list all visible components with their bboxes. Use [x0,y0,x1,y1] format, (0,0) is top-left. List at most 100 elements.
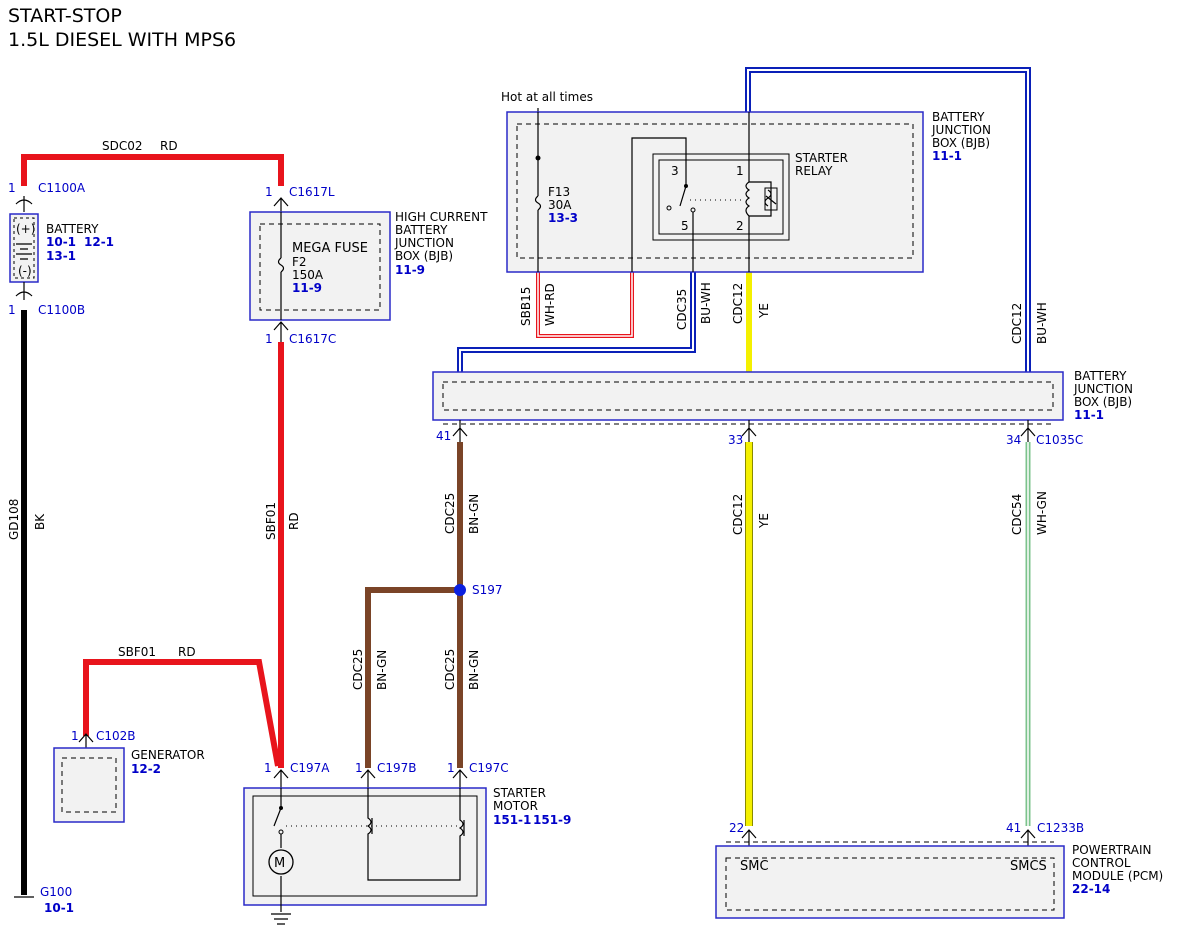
pcm-pin-41: 41 [1006,821,1021,835]
bjb-mid-l3: BOX (BJB) [1074,395,1132,409]
hcbjb-ref: 11-9 [395,263,425,277]
wire-gd108-circuit: GD108 [7,499,21,540]
ground-name: G100 [40,885,72,899]
bjb-top-l3: BOX (BJB) [932,136,990,150]
wire-cdc12-circuit: CDC12 [731,283,745,324]
bjb-mid-pin-34: 34 [1006,433,1021,447]
title-line-2: 1.5L DIESEL WITH MPS6 [8,29,236,51]
gen-conn: C102B [96,729,136,743]
megafuse-fuse: F2 [292,255,307,269]
wire-sbb15-color: WH-RD [543,283,557,326]
connector-41-icon [452,420,468,442]
megafuse-pin-top: 1 [265,185,273,199]
wire-sbf01-color: RD [287,512,301,530]
fuse-f13-amps: 30A [548,198,572,212]
starter-conn-a: C197A [290,761,330,775]
starter-l1: STARTER [493,786,546,800]
pcm-conn: C1233B [1037,821,1084,835]
hcbjb-l4: BOX (BJB) [395,249,453,263]
ground-ref: 10-1 [44,901,74,915]
gen-wire-color: RD [178,645,196,659]
wire-sbf01-generator [83,659,281,767]
battery-cells-icon [16,243,32,260]
mega-fuse-icon [277,257,285,273]
battery-ref-1: 10-1 [46,235,76,249]
bjb-mid-conn: C1035C [1036,433,1083,447]
battery-minus: (-) [18,264,32,278]
fuse-f13-name: F13 [548,185,570,199]
fuse-f13-icon [534,195,542,211]
relay-label-1: STARTER [795,151,848,165]
gen-pin: 1 [71,729,79,743]
starter-pin-a: 1 [264,761,272,775]
wire-cdc12-b-circuit: CDC12 [731,494,745,535]
battery-plus: (+) [16,222,35,236]
starter-motor-box [243,787,487,906]
pcm-smcs: SMCS [1010,859,1047,874]
relay-switch-icon [631,137,687,272]
gen-wire-circuit: SBF01 [118,645,156,659]
bjb-top-l2: JUNCTION [931,123,991,137]
bjb-top-ref: 11-1 [932,149,962,163]
relay-pin-2: 2 [736,219,744,233]
megafuse-conn-top: C1617L [289,185,335,199]
hcbjb-l1: HIGH CURRENT [395,210,488,224]
bjb-mid-l1: BATTERY [1074,369,1127,383]
starter-l2: MOTOR [493,799,538,813]
battery-ref-3: 13-1 [46,249,76,263]
wire-cdc25-c-circuit: CDC25 [443,649,457,690]
pcm-ref: 22-14 [1072,882,1110,896]
starter-pin-b: 1 [355,761,363,775]
wire-gd108-color: BK [33,513,47,530]
relay-pin-5: 5 [681,219,689,233]
solenoid-coil-icon [366,788,464,881]
wire-cdc12r-circuit: CDC12 [1010,303,1024,344]
starter-conn-c: C197C [469,761,509,775]
generator-name: GENERATOR [131,748,205,762]
starter-ref-1: 151-1 [493,813,531,827]
wire-cdc54-color: WH-GN [1035,491,1049,535]
wire-sdc02 [21,154,284,186]
wire-cdc25-c-color: BN-GN [467,650,481,690]
wire-cdc12r-color: BU-WH [1035,302,1049,344]
wire-cdc25-circuit: CDC25 [443,493,457,534]
hcbjb-box [249,211,391,321]
wire-sbb15-circuit: SBB15 [519,287,533,326]
svg-text:M: M [274,856,285,871]
megafuse-conn-bot: C1617C [289,332,336,346]
hot-at-all-times: Hot at all times [501,90,593,104]
fuse-f13-ref: 13-3 [548,211,578,225]
wire-sdc02-circuit: SDC02 [102,139,143,153]
wire-cdc35-circuit: CDC35 [675,289,689,330]
wire-cdc12-color: YE [757,303,771,319]
connector-c1100a-icon [15,196,33,212]
wire-cdc54-circuit: CDC54 [1010,494,1024,535]
starter-ref-2: 151-9 [533,813,571,827]
title-line-1: START-STOP [8,5,122,27]
bjb-mid-l2: JUNCTION [1073,382,1133,396]
megafuse-name: MEGA FUSE [292,241,368,256]
battery-box [9,213,39,283]
wire-cdc25-b-circuit: CDC25 [351,649,365,690]
battery-conn-top: C1100A [38,181,86,195]
pcm-pin-22: 22 [729,821,744,835]
wire-cdc25-branch [365,587,460,768]
relay-pin-3: 3 [671,164,679,178]
generator-ref: 12-2 [131,762,161,776]
relay-pin-1: 1 [736,164,744,178]
wire-cdc25-b-color: BN-GN [375,650,389,690]
battery-conn-bot: C1100B [38,303,85,317]
bjb-top-l1: BATTERY [932,110,985,124]
bjb-mid-ref: 11-1 [1074,408,1104,422]
splice-dot [454,584,466,596]
battery-name: BATTERY [46,222,99,236]
relay-coil-icon [745,181,751,217]
bjb-mid-box [432,371,1064,421]
hcbjb-l3: JUNCTION [394,236,454,250]
wire-cdc35 [457,270,696,372]
pcm-smc: SMC [740,859,769,874]
motor-icon [268,849,294,875]
hcbjb-l2: BATTERY [395,223,448,237]
bjb-mid-pin-41: 41 [436,429,451,443]
